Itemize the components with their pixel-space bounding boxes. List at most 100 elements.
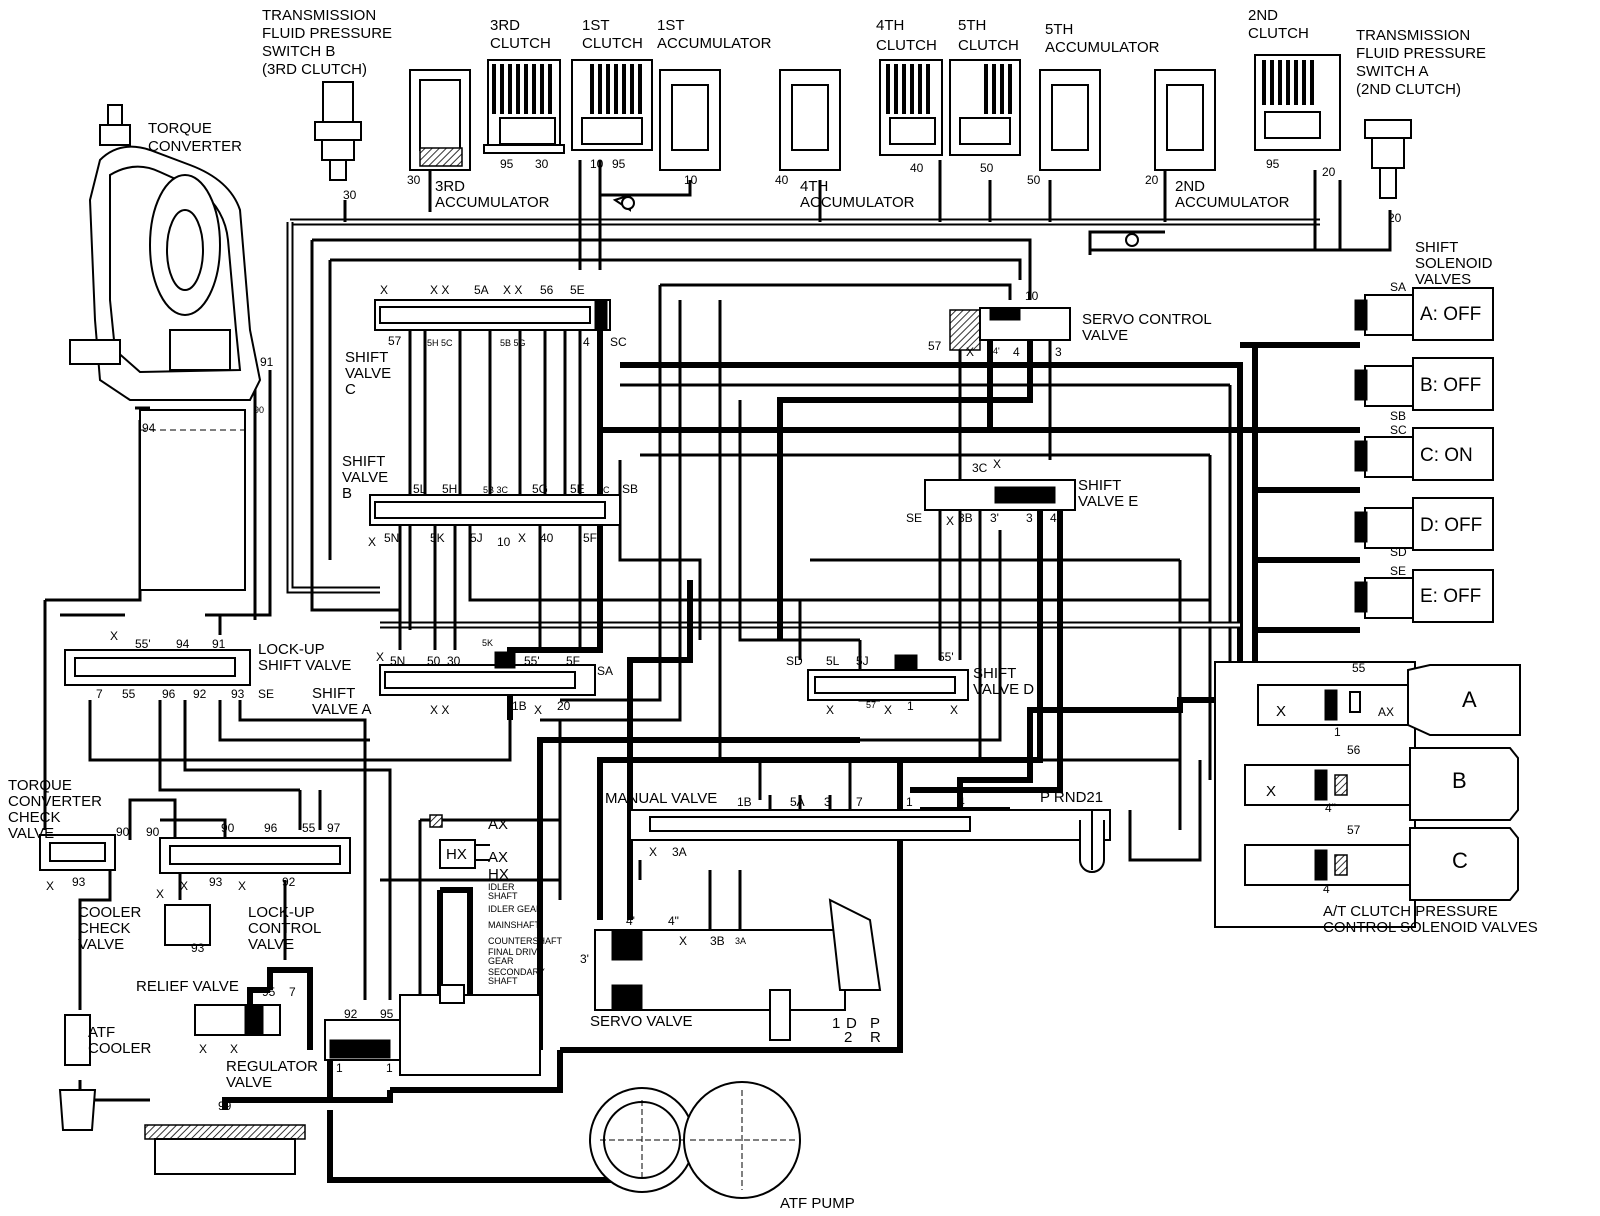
svb-port-5j: 5J bbox=[470, 531, 483, 545]
servo-port-4p: 4' bbox=[626, 914, 635, 928]
pc-port-c: 57 bbox=[1347, 823, 1361, 837]
lsv-port-92: 92 bbox=[193, 687, 207, 701]
svd-port-5l: 5L bbox=[826, 654, 840, 668]
pc-solenoid-a bbox=[1257, 664, 1521, 736]
accumulator-4th bbox=[779, 69, 841, 171]
svd-port-57: 57 bbox=[866, 700, 876, 710]
port-30-c3: 30 bbox=[535, 157, 549, 171]
port-20-c2: 20 bbox=[1322, 165, 1336, 179]
solenoid-id-sc: SC bbox=[1390, 423, 1407, 437]
sva-port-x2: X bbox=[534, 703, 542, 717]
sve-port-3: 3 bbox=[1026, 511, 1033, 525]
servo-port-3a: 3A bbox=[735, 936, 746, 946]
shift-valve-b bbox=[369, 494, 621, 526]
label-manual-valve: MANUAL VALVE bbox=[605, 790, 717, 807]
shift-valve-c bbox=[374, 299, 611, 331]
sva-port-x: X bbox=[376, 650, 384, 664]
sva-port-55p: 55' bbox=[524, 654, 540, 668]
relief-port-x1: X bbox=[199, 1042, 207, 1056]
lsv-port-93: 93 bbox=[231, 687, 245, 701]
lsv-port-7: 7 bbox=[96, 687, 103, 701]
solenoid-id-sa: SA bbox=[1390, 280, 1406, 294]
port-20-switch: 20 bbox=[1388, 211, 1402, 225]
luc-port-96: 96 bbox=[264, 821, 278, 835]
svc-port-xx2: X X bbox=[503, 283, 522, 297]
svb-port-5f: 5F bbox=[583, 531, 597, 545]
luc-port-93b: 93 bbox=[191, 941, 205, 955]
port-30-acc3: 30 bbox=[407, 173, 421, 187]
lsv-port-55: 55 bbox=[122, 687, 136, 701]
svd-port-55p: 55' bbox=[938, 650, 954, 664]
svb-port-sb: SB bbox=[622, 482, 638, 496]
shift-valve-e bbox=[924, 479, 1076, 511]
atf-cooler-body bbox=[58, 1014, 97, 1131]
sve-port-3c: 3C bbox=[972, 461, 988, 475]
port-95-c1: 95 bbox=[612, 157, 626, 171]
svc-port-5h5c: 5H 5C bbox=[427, 338, 453, 348]
svd-port-sd: SD bbox=[786, 654, 803, 668]
solenoid-c bbox=[1354, 427, 1494, 481]
scv-port-x: X bbox=[966, 345, 974, 359]
lsv-port-91: 91 bbox=[212, 637, 226, 651]
mv-port-5a: 5A bbox=[790, 795, 805, 809]
svb-port-5n: 5N bbox=[384, 531, 399, 545]
scv-port-57: 57 bbox=[928, 339, 942, 353]
pc-solenoid-id-c: C bbox=[1452, 848, 1468, 873]
solenoid-state-a: A: OFF bbox=[1420, 304, 1481, 325]
lsv-port-96: 96 bbox=[162, 687, 176, 701]
servo-port-x: X bbox=[679, 934, 687, 948]
lockup-control-valve-body bbox=[159, 837, 351, 946]
label-manual-positions: P RND21 bbox=[1040, 789, 1103, 806]
label-atf-pump: ATF PUMP bbox=[780, 1195, 855, 1212]
solenoid-id-se: SE bbox=[1390, 564, 1406, 578]
port-30-switch: 30 bbox=[343, 188, 357, 202]
pc-solenoid-id-b: B bbox=[1452, 768, 1467, 793]
luc-port-55: 55 bbox=[302, 821, 316, 835]
solenoid-state-d: D: OFF bbox=[1420, 515, 1482, 536]
svc-port-5a: 5A bbox=[474, 283, 489, 297]
solenoid-id-sd: SD bbox=[1390, 545, 1407, 559]
svb-port-5l: 5L bbox=[413, 482, 427, 496]
sva-port-5f: 5F bbox=[566, 654, 580, 668]
luc-port-x1: X bbox=[180, 879, 188, 893]
clutch-3rd bbox=[483, 59, 565, 154]
shift-valve-a-body bbox=[379, 651, 596, 696]
reg-port-1b: 1 bbox=[386, 1061, 393, 1075]
luc-port-x2: X bbox=[238, 879, 246, 893]
solenoid-d bbox=[1354, 497, 1494, 551]
svc-port-4: 4 bbox=[583, 335, 590, 349]
sump-strainer bbox=[144, 1124, 306, 1175]
pc-ax-a: AX bbox=[1378, 705, 1394, 719]
svb-port-5h: 5H bbox=[442, 482, 457, 496]
lockup-shift-valve-body bbox=[64, 649, 251, 686]
lsv-port-se: SE bbox=[258, 687, 274, 701]
luc-port-90a: 90 bbox=[146, 825, 160, 839]
svb-port-5c: 5C bbox=[598, 485, 610, 495]
svc-port-xx1: X X bbox=[430, 283, 449, 297]
svd-port-1: 1 bbox=[907, 699, 914, 713]
port-10-acc1: 10 bbox=[684, 173, 698, 187]
mv-port-3: 3 bbox=[824, 795, 831, 809]
tccv-port-93: 93 bbox=[72, 875, 86, 889]
svb-port-10: 10 bbox=[497, 535, 511, 549]
svb-port-5k: 5K bbox=[430, 531, 445, 545]
svc-port-5b5g: 5B 5G bbox=[500, 338, 526, 348]
port-91-tc: 91 bbox=[260, 355, 274, 369]
solenoid-b bbox=[1354, 357, 1494, 411]
port-95-c2: 95 bbox=[1266, 157, 1280, 171]
port-40-acc4: 40 bbox=[775, 173, 789, 187]
svd-port-x2: X bbox=[884, 703, 892, 717]
